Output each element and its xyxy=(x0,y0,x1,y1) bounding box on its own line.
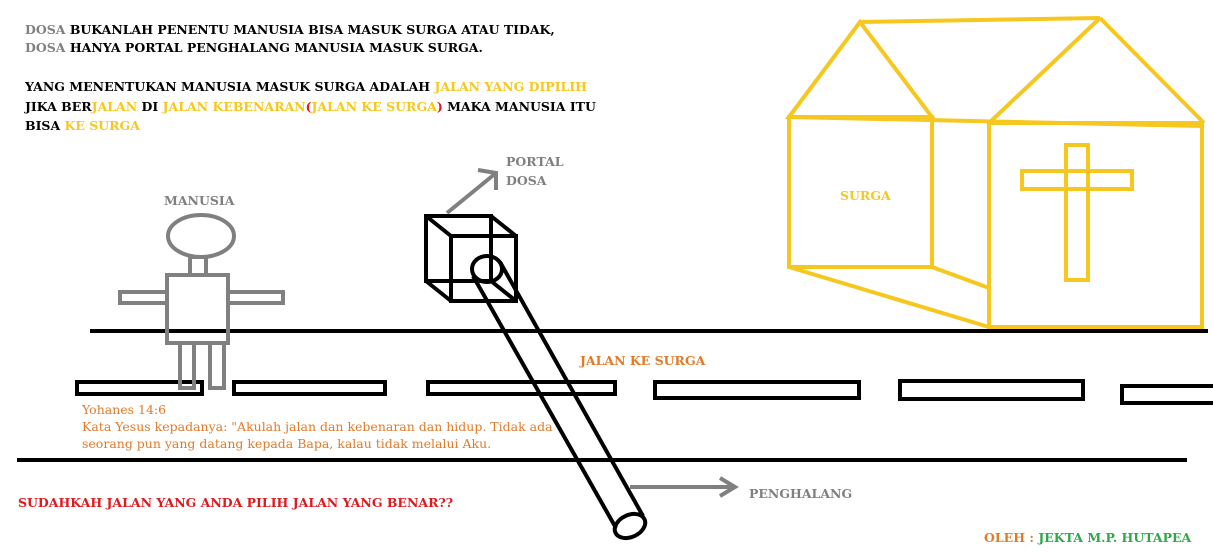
surga-label: SURGA xyxy=(840,188,891,203)
text-segment: YANG MENENTUKAN MANUSIA MASUK SURGA ADAL… xyxy=(25,79,435,94)
text-segment: JIKA BER xyxy=(25,99,92,114)
text-segment: MAKA MANUSIA ITU xyxy=(442,99,596,114)
portal-label-line-1: PORTAL xyxy=(506,154,564,169)
road xyxy=(17,329,1213,462)
road-dash xyxy=(1120,384,1213,405)
portal-cube xyxy=(424,214,518,303)
person-figure xyxy=(118,213,285,390)
cross-vertical xyxy=(1064,143,1090,282)
text-segment: DOSA xyxy=(25,22,66,37)
intro-line-1: DOSA BUKANLAH PENENTU MANUSIA BISA MASUK… xyxy=(25,22,725,38)
text-segment: DI xyxy=(137,99,163,114)
credit-name: JEKTA M.P. HUTAPEA xyxy=(1038,530,1192,545)
portal-label-line-2: DOSA xyxy=(506,173,547,188)
intro-line-4: JIKA BERJALAN DI JALAN KEBENARAN(JALAN K… xyxy=(25,99,725,115)
intro-line-5: BISA KE SURGA xyxy=(25,118,725,134)
road-dash xyxy=(426,380,617,396)
cube-front-face xyxy=(424,214,493,283)
road-label: JALAN KE SURGA xyxy=(580,353,706,368)
penghalang-label: PENGHALANG xyxy=(749,486,853,501)
text-segment: ( xyxy=(305,99,312,114)
text-segment: JALAN YANG DIPILIH xyxy=(434,79,587,94)
cube-edge xyxy=(489,279,518,303)
road-dash xyxy=(75,380,204,396)
cube-edge xyxy=(424,214,453,238)
person-right-leg xyxy=(208,341,226,390)
house-ridge xyxy=(859,16,1101,24)
portal-arrow xyxy=(445,168,498,215)
barrier-tube xyxy=(470,254,648,541)
house-eave-line xyxy=(788,115,1203,128)
person-left-arm xyxy=(118,290,169,305)
person-head xyxy=(166,213,236,259)
credit-prefix: OLEH : xyxy=(984,530,1039,545)
text-segment: JALAN KE SURGA xyxy=(311,99,437,114)
person-neck xyxy=(188,255,208,277)
verse-reference: Yohanes 14:6 xyxy=(82,402,167,417)
closing-question: SUDAHKAH JALAN YANG ANDA PILIH JALAN YAN… xyxy=(18,495,454,510)
author-credit: OLEH : JEKTA M.P. HUTAPEA xyxy=(984,530,1191,546)
tube-bottom-opening xyxy=(612,511,648,541)
text-segment: KE SURGA xyxy=(64,118,140,133)
person-right-arm xyxy=(226,290,285,305)
house-left-roof xyxy=(785,18,937,119)
cube-edge xyxy=(489,214,518,238)
text-segment: HANYA PORTAL PENGHALANG MANUSIA MASUK SU… xyxy=(65,40,483,55)
cube-back-face xyxy=(449,234,518,303)
house-base-line xyxy=(788,265,990,329)
house-roof-slope xyxy=(1098,16,1206,125)
tube-top-opening xyxy=(470,254,504,284)
text-segment: ) xyxy=(436,99,443,114)
verse-line-1: Kata Yesus kepadanya: "Akulah jalan dan … xyxy=(82,419,553,434)
tube-side xyxy=(498,261,645,517)
intro-line-3: YANG MENENTUKAN MANUSIA MASUK SURGA ADAL… xyxy=(25,79,725,95)
cross-horizontal xyxy=(1020,169,1134,191)
verse-line-2: seorang pun yang datang kepada Bapa, kal… xyxy=(82,436,492,451)
tube-side xyxy=(471,275,618,529)
text-segment: JALAN xyxy=(91,99,138,114)
road-dash xyxy=(898,379,1085,401)
house-roof-slope xyxy=(987,16,1102,125)
text-segment: BUKANLAH PENENTU MANUSIA BISA MASUK SURG… xyxy=(65,22,555,37)
house-base-line xyxy=(931,265,990,290)
heaven-house xyxy=(785,16,1206,329)
road-dash xyxy=(232,380,387,396)
manusia-label: MANUSIA xyxy=(164,193,235,208)
text-segment: DOSA xyxy=(25,40,66,55)
intro-line-2: DOSA HANYA PORTAL PENGHALANG MANUSIA MAS… xyxy=(25,40,725,56)
person-body xyxy=(165,273,230,345)
penghalang-arrow xyxy=(630,476,739,498)
cube-edge xyxy=(424,279,453,303)
text-segment: JALAN KEBENARAN xyxy=(162,99,306,114)
road-dash xyxy=(653,380,861,400)
text-segment: BISA xyxy=(25,118,65,133)
house-front-wall xyxy=(987,121,1204,329)
person-left-leg xyxy=(178,341,196,390)
